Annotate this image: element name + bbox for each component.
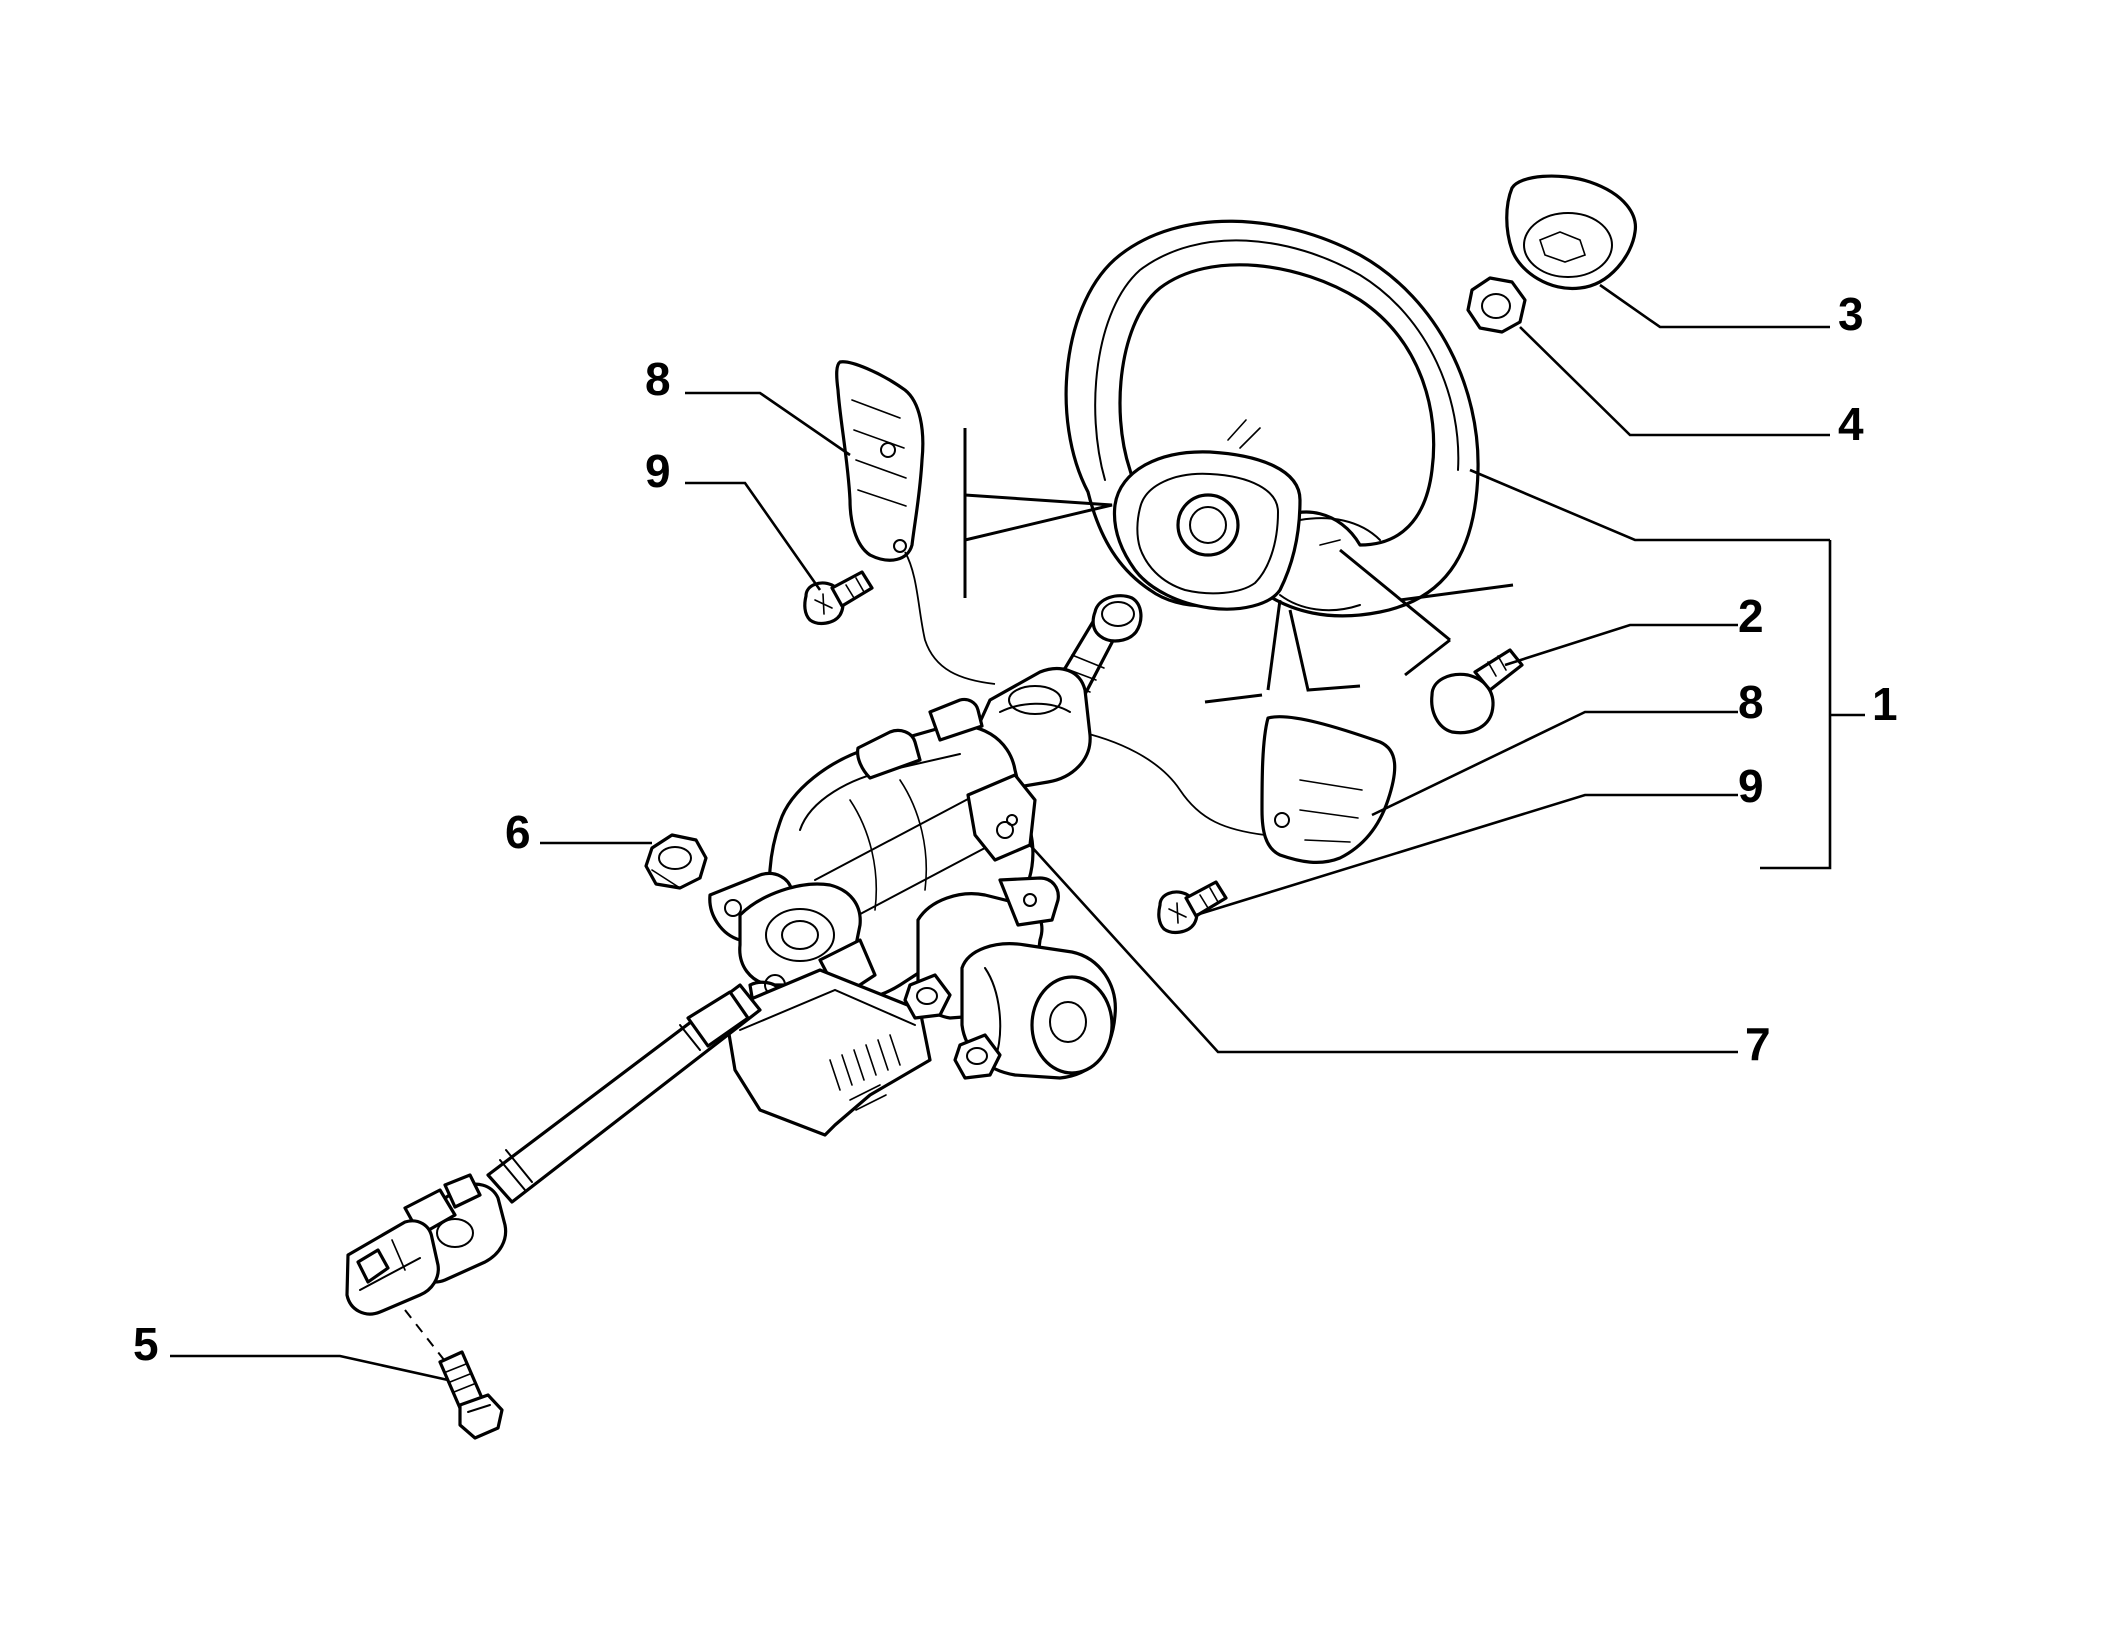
callout-3: 3 <box>1838 288 1864 340</box>
callout-4: 4 <box>1838 398 1864 450</box>
switch-module-lower <box>1260 715 1397 865</box>
screw-lower <box>1157 880 1228 935</box>
leader-lines <box>170 283 1865 1382</box>
callout-8-lower: 8 <box>1738 676 1764 728</box>
alignment-line <box>404 1309 449 1366</box>
callout-7: 7 <box>1745 1018 1771 1070</box>
wheel-bolt <box>1430 648 1524 735</box>
callout-labels: 3 4 2 8 1 9 7 8 9 6 5 <box>133 288 1898 1370</box>
callout-8-upper: 8 <box>645 353 671 405</box>
callout-5: 5 <box>133 1318 159 1370</box>
callout-2: 2 <box>1738 590 1764 642</box>
steering-wheel <box>963 219 1514 704</box>
hex-nut <box>644 833 708 890</box>
hub-nut <box>1466 276 1527 334</box>
clamp-bolt <box>438 1350 504 1440</box>
callout-6: 6 <box>505 806 531 858</box>
callout-9-lower: 9 <box>1738 760 1764 812</box>
steering-column <box>345 594 1143 1316</box>
callout-1: 1 <box>1872 678 1898 730</box>
callout-9-upper: 9 <box>645 445 671 497</box>
switch-module-upper <box>835 360 925 562</box>
screw-upper <box>803 570 874 626</box>
switch-wire-upper <box>904 551 996 685</box>
hub-cover-cap <box>1505 174 1637 291</box>
switch-wire-lower <box>1071 729 1266 836</box>
